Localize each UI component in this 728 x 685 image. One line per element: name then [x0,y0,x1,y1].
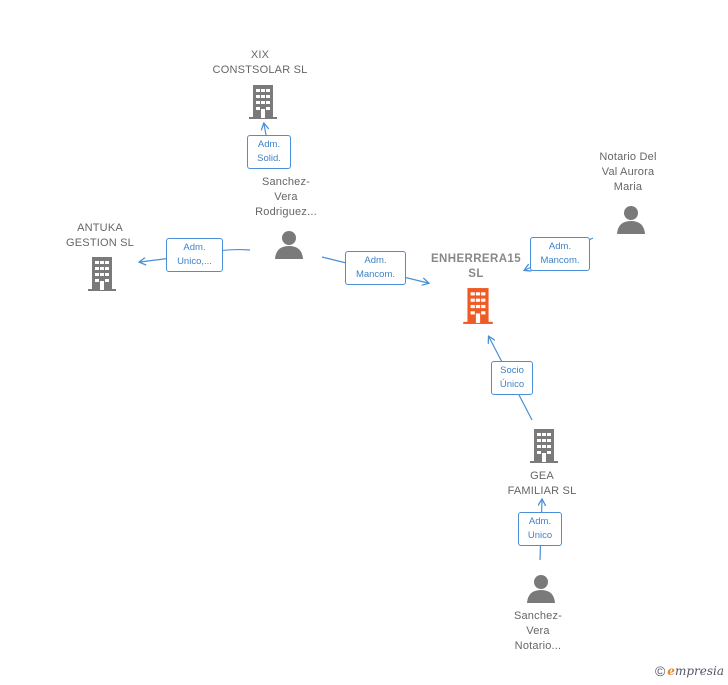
edge-label-adm-unico-gea[interactable]: Adm. Unico [518,512,562,546]
node-label-enherrera15[interactable]: ENHERRERA15 SL [430,253,522,280]
building-icon[interactable] [461,287,495,325]
edge-label-adm-solid[interactable]: Adm. Solid. [247,135,291,169]
building-icon[interactable] [86,256,118,292]
empresia-logo: empresia [667,664,724,678]
node-label-xix-constsolar[interactable]: XIX CONSTSOLAR SL [212,49,308,76]
edge-label-adm-mancom-2[interactable]: Adm. Mancom. [530,237,590,271]
footer-brand: © empresia [655,663,724,679]
building-icon[interactable] [528,428,560,464]
copyright-symbol: © [654,663,666,679]
edge-label-adm-mancom-1[interactable]: Adm. Mancom. [345,251,406,285]
node-label-antuka-gestion[interactable]: ANTUKA GESTION SL [65,222,135,249]
node-label-notario-del-val[interactable]: Notario Del Val Aurora Maria [599,151,657,193]
edge-label-adm-unico-antuka[interactable]: Adm. Unico,... [166,238,223,272]
person-icon[interactable] [616,205,646,235]
building-icon[interactable] [247,84,279,120]
node-label-sanchez-vera-rodriguez[interactable]: Sanchez- Vera Rodriguez... [255,176,317,218]
node-label-gea-familiar[interactable]: GEA FAMILIAR SL [507,470,577,497]
node-label-sanchez-vera-notario[interactable]: Sanchez- Vera Notario... [513,610,563,652]
person-icon[interactable] [526,574,556,604]
edge-label-socio-unico[interactable]: Socio Único [491,361,533,395]
person-icon[interactable] [274,230,304,260]
